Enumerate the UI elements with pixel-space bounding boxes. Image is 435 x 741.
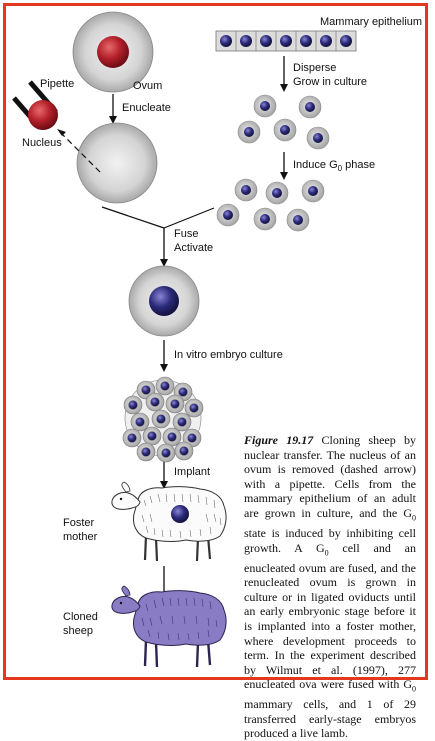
label-grow-in-culture: Grow in culture [293,76,367,89]
label-mammary-epithelium: Mammary epithelium [320,16,422,29]
removed-nucleus [28,100,58,130]
label-induce-g0: Induce G0 phase [293,159,375,175]
label-ovum: Ovum [133,80,162,93]
label-implant: Implant [174,466,210,479]
early-embryo [123,377,203,462]
mammary-epithelium-row [216,31,356,51]
label-enucleate: Enucleate [122,102,171,115]
caption-text-4: mammary cells, and 1 of 29 transferred e… [244,697,416,740]
caption-sub-3: 0 [412,685,416,694]
label-activate: Activate [174,242,213,255]
enucleated-ovum [77,123,157,203]
dashed-arrow-head [57,129,66,136]
label-foster-line1: Foster [63,517,94,530]
figure-caption: Figure 19.17 Cloning sheep by nuclear tr… [244,433,416,741]
label-pipette: Pipette [40,78,74,91]
fuse-lines [102,207,214,228]
label-in-vitro: In vitro embryo culture [174,349,283,362]
label-nucleus: Nucleus [22,137,62,150]
caption-sub-1: 0 [412,513,416,522]
label-induce-g0-prefix: Induce G [293,159,338,171]
caption-text-3: cell and an enucleated ovum are fused, a… [244,541,416,692]
label-foster-line2: mother [63,531,97,544]
label-fuse: Fuse [174,228,198,241]
foster-sheep [112,482,226,561]
label-induce-g0-suffix: phase [342,159,375,171]
cloned-sheep [112,586,226,667]
dispersed-cells-culture [238,95,329,149]
label-cloned-line2: sheep [63,625,93,638]
label-disperse: Disperse [293,62,336,75]
g0-cells [217,179,324,231]
caption-figure-label: Figure 19.17 [244,433,313,447]
renucleated-ovum [129,266,199,336]
label-cloned-line1: Cloned [63,611,98,624]
